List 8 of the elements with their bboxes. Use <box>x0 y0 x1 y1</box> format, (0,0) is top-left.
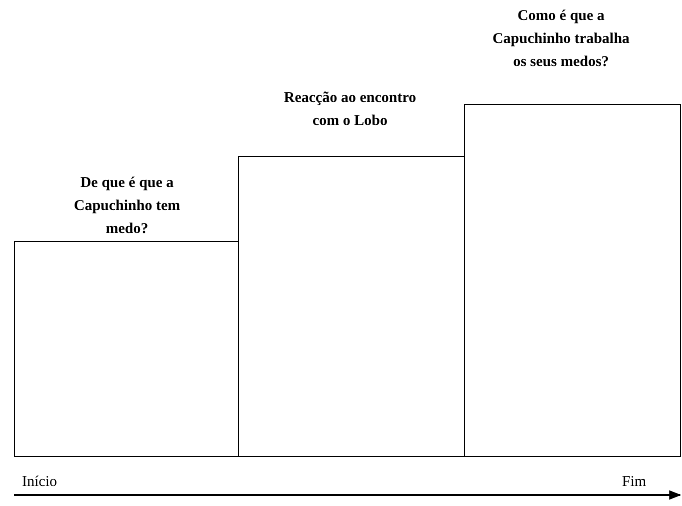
stage-box <box>464 104 681 457</box>
stage-heading: Reacção ao encontro com o Lobo <box>282 89 418 131</box>
timeline-label: Fim <box>622 474 646 491</box>
stage-heading: De que é que a Capuchinho tem medo? <box>72 174 182 239</box>
timeline-label: Início <box>22 474 57 491</box>
stage-heading: Como é que a Capuchinho trabalha os seus medos? <box>491 7 631 72</box>
stage-box <box>14 241 239 457</box>
stage-box <box>238 156 465 457</box>
